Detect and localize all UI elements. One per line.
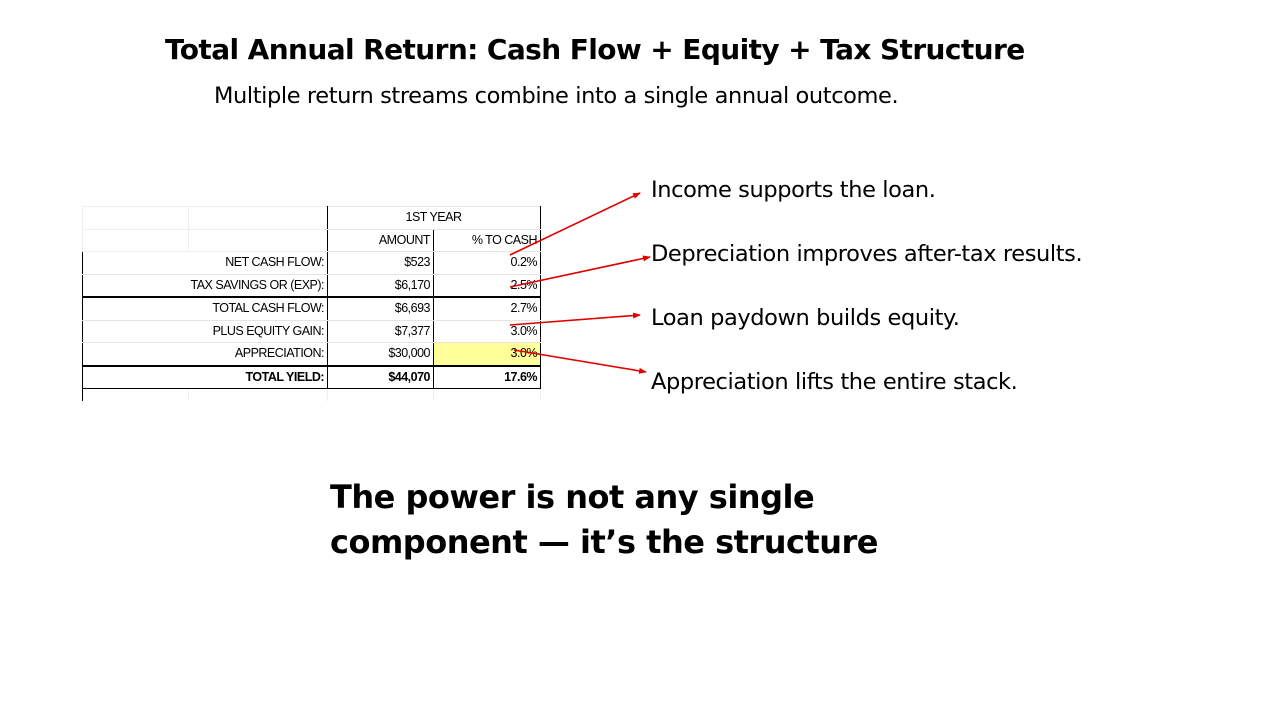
closing-line-2: component — it’s the structure [330,523,879,561]
callout-loan-paydown: Loan paydown builds equity. [651,305,960,331]
total-pct: 17.6% [433,365,542,389]
empty-cell [433,388,542,401]
label-spacer [82,296,189,321]
row-label: APPRECIATION: [188,342,329,367]
empty-cell [187,228,329,252]
column-header-pct: % TO CASH [433,228,542,252]
row-amount: $30,000 [327,342,435,367]
callout-depreciation: Depreciation improves after-tax results. [651,241,1083,267]
row-label: TOTAL CASH FLOW: [188,296,329,321]
empty-cell [327,388,435,401]
group-header: 1ST YEAR [327,206,542,230]
row-pct: 0.2% [433,251,542,275]
total-label: TOTAL YIELD: [188,365,329,389]
row-amount: $6,693 [327,296,435,321]
empty-cell [187,206,329,230]
row-pct: 2.5% [433,273,542,298]
row-amount: $6,170 [327,273,435,298]
table-header-row: 1ST YEAR [82,206,542,230]
row-pct: 3.0% [433,319,542,343]
table-row: TOTAL CASH FLOW: $6,693 2.7% [82,296,542,321]
callout-income: Income supports the loan. [651,177,936,203]
callout-appreciation: Appreciation lifts the entire stack. [651,369,1018,395]
table-row: TAX SAVINGS OR (EXP): $6,170 2.5% [82,273,542,298]
table-row: APPRECIATION: $30,000 3.0% [82,342,542,367]
row-pct-highlighted: 3.0% [433,342,542,367]
closing-statement: The power is not any single component — … [330,475,879,565]
label-spacer [82,273,189,298]
empty-cell [187,388,329,401]
slide-subtitle: Multiple return streams combine into a s… [214,83,899,109]
row-amount: $7,377 [327,319,435,343]
row-amount: $523 [327,251,435,275]
table-row: PLUS EQUITY GAIN: $7,377 3.0% [82,319,542,343]
label-spacer [82,365,189,389]
table-row: NET CASH FLOW: $523 0.2% [82,251,542,275]
row-label: PLUS EQUITY GAIN: [188,319,329,343]
label-spacer [82,251,189,275]
closing-line-1: The power is not any single [330,478,815,516]
table-header-row: AMOUNT % TO CASH [82,228,542,252]
row-label: NET CASH FLOW: [188,251,329,275]
row-pct: 2.7% [433,296,542,321]
table-row-total: TOTAL YIELD: $44,070 17.6% [82,365,542,389]
row-label: TAX SAVINGS OR (EXP): [188,273,329,298]
slide-title: Total Annual Return: Cash Flow + Equity … [165,33,1025,66]
label-spacer [82,342,189,367]
table-trailing-row [82,388,542,401]
column-header-amount: AMOUNT [327,228,435,252]
empty-cell [82,206,189,230]
return-table: 1ST YEAR AMOUNT % TO CASH NET CASH FLOW:… [82,206,542,401]
total-amount: $44,070 [327,365,435,389]
empty-cell [82,228,189,252]
label-spacer [82,319,189,343]
empty-cell [82,388,189,401]
